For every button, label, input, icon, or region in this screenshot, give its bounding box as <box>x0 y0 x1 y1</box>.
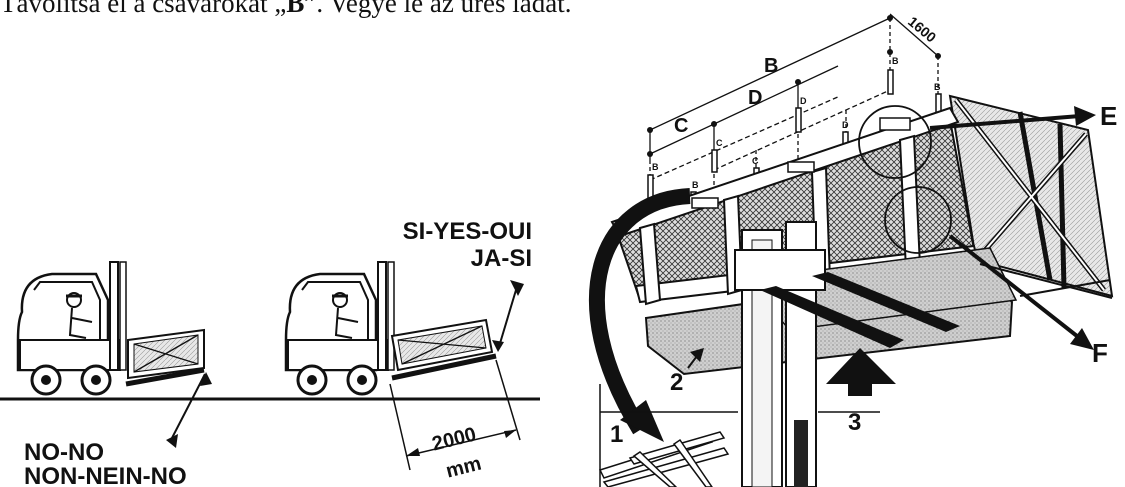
dimension-dots <box>647 15 941 157</box>
dimension-C: C <box>674 115 688 137</box>
instruction-bold: B <box>286 0 305 18</box>
no-label-line2: NON-NEIN-NO <box>24 463 187 487</box>
forklift-correct <box>284 261 497 396</box>
distance-value: 2000 <box>430 423 479 455</box>
step-3: 3 <box>848 409 861 436</box>
instruction-text: Távolítsa el a csavarokat „B”. Vegye le … <box>0 0 572 19</box>
dimension-top: 1600 <box>905 13 939 45</box>
bolt-label-c: C <box>752 156 759 166</box>
callout-F-circle <box>884 186 952 254</box>
bolt-label-b: B <box>934 82 941 92</box>
bolt-label-b: B <box>652 162 659 172</box>
distance-dimension <box>389 359 521 471</box>
callout-E: E <box>1100 101 1117 131</box>
callout-F: F <box>1092 338 1108 368</box>
no-arrow <box>166 372 212 448</box>
floor-pallet <box>598 384 738 487</box>
bolt-label-b: B <box>692 180 699 190</box>
step-1-arrowhead <box>620 400 664 442</box>
dimension-D: D <box>748 87 762 109</box>
bolt-label-c: C <box>716 138 723 148</box>
bolt-label-b: B <box>892 56 899 66</box>
bolt-labels: B B C C D D B B <box>652 56 941 190</box>
instruction-suffix: ”. Vegye le az üres ládát. <box>304 0 572 18</box>
ok-label-line1: SI-YES-OUI <box>403 218 532 245</box>
step-1-arrow <box>588 188 691 435</box>
ok-arrow <box>492 280 524 352</box>
left-panel: SI-YES-OUI JA-SI NO-NO NON-NEIN-NO 2000 … <box>0 218 540 487</box>
bolt-label-d: D <box>842 120 849 130</box>
right-panel: B D C 1600 B B C C D D B B <box>588 13 1117 487</box>
step-2-arrow <box>687 348 704 369</box>
forklift-mast <box>734 221 960 487</box>
step-2: 2 <box>670 369 683 396</box>
no-label-line1: NO-NO <box>24 439 104 466</box>
distance-unit: mm <box>444 453 484 483</box>
step-1: 1 <box>610 421 623 448</box>
ok-label-line2: JA-SI <box>471 245 532 272</box>
bolt-label-d: D <box>800 96 807 106</box>
step-3-arrow <box>826 348 896 396</box>
callout-E-circle <box>858 105 932 179</box>
forklift-wrong <box>16 261 205 396</box>
dimension-B: B <box>764 55 778 77</box>
instruction-prefix: Távolítsa el a csavarokat „ <box>0 0 287 18</box>
